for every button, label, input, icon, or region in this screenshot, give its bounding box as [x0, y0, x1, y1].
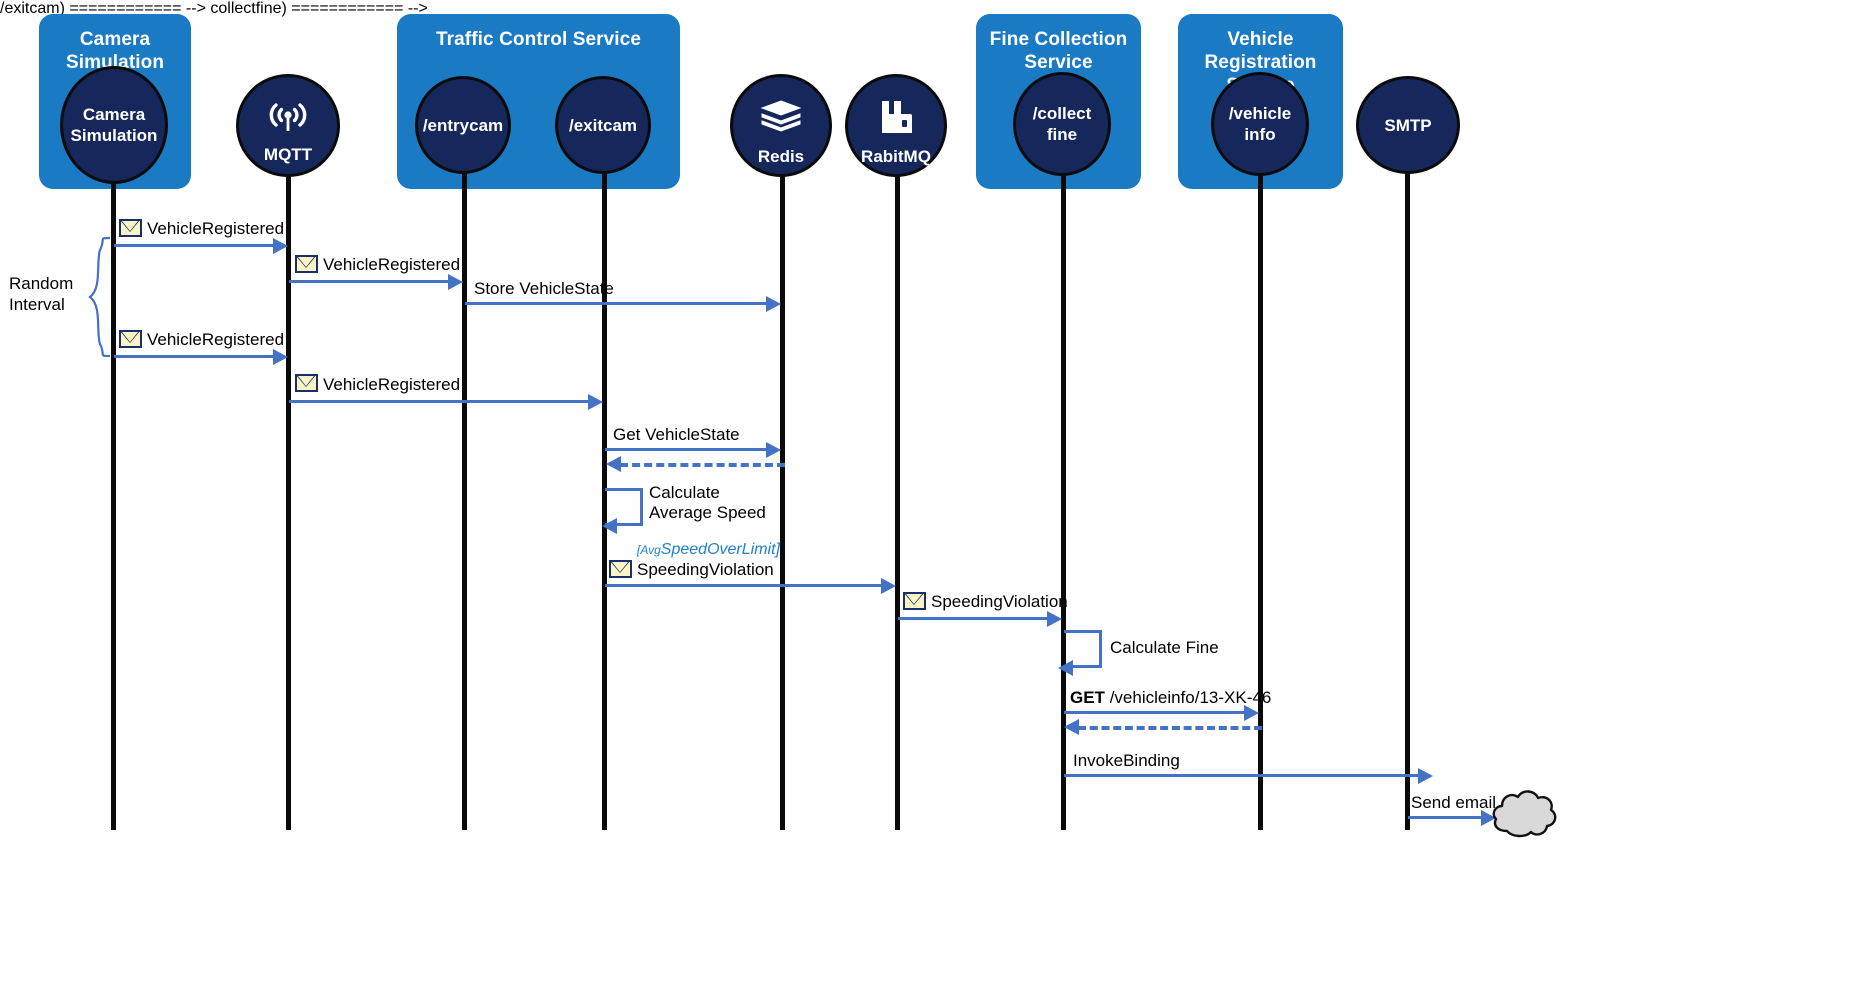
arrow-head-m3: [766, 295, 781, 312]
participant-label-exitcam: /exitcam: [568, 115, 638, 135]
envelope-icon: [903, 592, 926, 610]
lifeline-vehicleinfo: [1258, 150, 1263, 830]
message-label-m10: SpeedingViolation: [931, 592, 1068, 611]
arrow-head-m4: [273, 348, 288, 365]
message-label-m6: Get VehicleState: [613, 425, 740, 444]
group-title-traffic-control-service: Traffic Control Service: [435, 29, 642, 50]
envelope-icon: [609, 560, 632, 578]
guard-main: SpeedOverLimit]: [660, 541, 780, 558]
message-line-m13: [1078, 726, 1262, 730]
participant-vehicleinfo[interactable]: /vehicle info: [1211, 72, 1309, 176]
lifeline-entrycam: [462, 150, 467, 830]
rabbitmq-icon: [877, 99, 915, 140]
message-label-m1: VehicleRegistered: [147, 219, 285, 238]
message-line-m14: [1064, 774, 1418, 777]
message-line-m3: [465, 302, 766, 305]
arrow-head-m8: [602, 518, 617, 534]
message-label-m11: Calculate Fine: [1110, 638, 1219, 657]
message-line-m4: [114, 355, 273, 358]
participant-label-smtp: SMTP: [1384, 115, 1432, 135]
envelope-icon: [119, 219, 142, 237]
envelope-icon: [295, 374, 318, 392]
message-line-m5: [289, 400, 588, 403]
message-label-m9: SpeedingViolation: [637, 560, 774, 579]
arrow-head-m9: [881, 577, 896, 594]
mqtt-icon: [263, 99, 313, 138]
lifeline-redis: [780, 150, 785, 830]
arrow-head-m10: [1047, 610, 1062, 627]
participant-smtp[interactable]: SMTP: [1356, 76, 1460, 174]
message-line-m6: [605, 448, 766, 451]
participant-rabitmq[interactable]: RabitMQ: [845, 74, 947, 177]
message-label-m8: Calculate Average Speed: [649, 483, 766, 522]
message-label-m2: VehicleRegistered: [323, 255, 461, 274]
guard-prefix: [Avg: [637, 543, 661, 557]
arrow-head-m1: [273, 237, 288, 254]
participant-label-camera-simulation: Camera Simulation: [70, 105, 158, 145]
arrow-head-m7: [606, 456, 621, 472]
participant-mqtt[interactable]: MQTT: [236, 74, 340, 177]
self-call-loop-m11: [1064, 630, 1102, 668]
message-line-m12: [1064, 711, 1244, 714]
random-interval-label: Random Interval: [9, 274, 74, 314]
group-title-camera-simulation: Camera Simulation: [65, 29, 165, 73]
arrow-head-m11: [1058, 660, 1073, 676]
arrow-head-m13: [1064, 719, 1079, 735]
http-path-label: /vehicleinfo/13-XK-46: [1109, 688, 1272, 707]
message-label-m14: InvokeBinding: [1073, 751, 1180, 770]
participant-label-entrycam: /entrycam: [422, 115, 504, 135]
arrow-head-m12: [1244, 704, 1259, 721]
message-line-m10: [898, 617, 1047, 620]
message-line-m15: [1408, 816, 1481, 819]
message-label-m5: VehicleRegistered: [323, 375, 461, 394]
lifeline-exitcam: [602, 150, 607, 830]
message-label-m3: Store VehicleState: [474, 279, 614, 298]
arrow-head-m5: [588, 393, 603, 410]
participant-entrycam[interactable]: /entrycam: [415, 76, 511, 174]
message-line-m9: [605, 584, 881, 587]
random-interval-brace: [84, 236, 114, 363]
lifeline-camera-simulation: [111, 150, 116, 830]
participant-redis[interactable]: Redis: [730, 74, 832, 177]
http-method-label: GET: [1070, 688, 1105, 707]
envelope-icon: [119, 330, 142, 348]
lifeline-rabitmq: [895, 150, 900, 830]
email-cloud-icon: [1489, 785, 1559, 848]
participant-collectfine[interactable]: /collect fine: [1013, 72, 1111, 176]
participant-label-vehicleinfo: /vehicle info: [1228, 104, 1292, 144]
arrow-head-m6: [766, 441, 781, 458]
message-label-m12: GET /vehicleinfo/13-XK-46: [1070, 687, 1271, 708]
envelope-icon: [295, 255, 318, 273]
message-line-m1: [114, 244, 273, 247]
arrow-head-m2: [448, 273, 463, 290]
message-line-m2: [289, 280, 448, 283]
arrow-head-m15: [1481, 809, 1496, 826]
lifeline-mqtt: [286, 150, 291, 830]
participant-exitcam[interactable]: /exitcam: [555, 76, 651, 174]
guard-condition-m9: [AvgSpeedOverLimit]: [637, 541, 780, 559]
message-label-m15: Send email: [1411, 793, 1497, 812]
lifeline-smtp: [1405, 150, 1410, 830]
participant-label-rabitmq: RabitMQ: [861, 147, 931, 166]
message-line-m7: [620, 463, 785, 467]
message-label-m4: VehicleRegistered: [147, 330, 285, 349]
group-title-fine-collection-service: Fine Collection Service: [989, 29, 1128, 73]
participant-camera-simulation[interactable]: Camera Simulation: [60, 66, 168, 184]
participant-label-collectfine: /collect fine: [1032, 104, 1092, 144]
participant-label-redis: Redis: [757, 147, 805, 166]
self-call-loop-m8: [605, 488, 643, 526]
lifeline-collectfine: [1061, 150, 1066, 830]
arrow-head-m14: [1418, 767, 1433, 784]
participant-label-mqtt: MQTT: [263, 145, 313, 164]
redis-stack-icon: [759, 99, 803, 140]
